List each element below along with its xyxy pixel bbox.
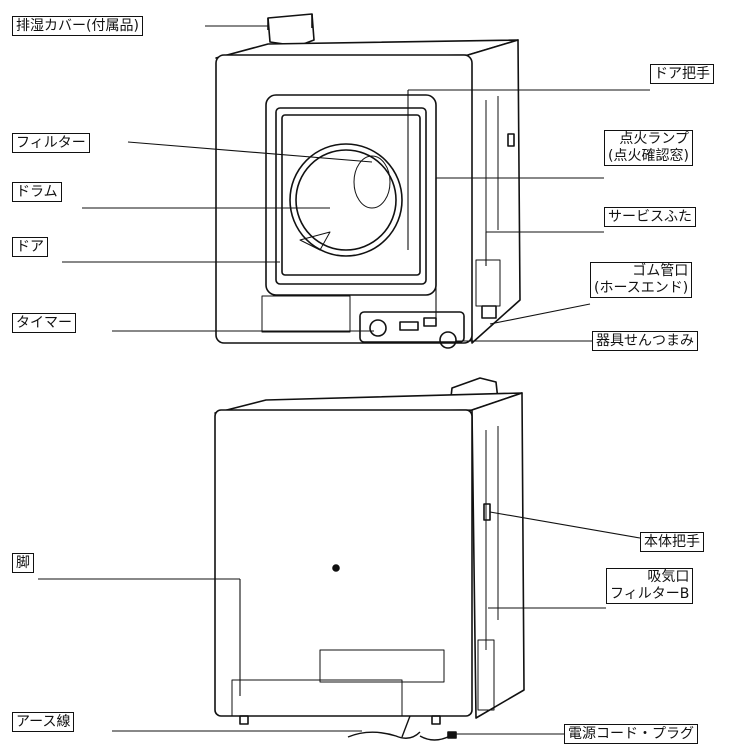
label-body-handle: 本体把手	[640, 532, 704, 552]
label-rubber-hose-line1: ゴム管口	[632, 263, 689, 279]
label-timer: タイマー	[12, 313, 76, 333]
label-pilot-lamp: 点火ランプ (点火確認窓)	[604, 130, 693, 166]
label-intake-filter-line2: フィルターB	[610, 586, 690, 602]
label-door: ドア	[12, 237, 48, 257]
label-rubber-hose-port: ゴム管口 (ホースエンド)	[590, 262, 693, 298]
label-intake-filter-line1: 吸気口	[647, 569, 690, 585]
label-door-handle: ドア把手	[650, 64, 714, 84]
front-view-dryer	[215, 13, 521, 349]
label-intake-filter: 吸気口 フィルターB	[606, 568, 694, 604]
label-earth-wire: アース線	[12, 712, 75, 732]
label-rubber-hose-line2: (ホースエンド)	[594, 280, 689, 296]
label-pilot-lamp-line1: 点火ランプ	[619, 131, 689, 147]
leader-lines	[38, 25, 650, 735]
label-exhaust-cover: 排湿カバー(付属品)	[12, 16, 143, 36]
label-service-cover: サービスふた	[604, 207, 696, 227]
label-valve-knob: 器具せんつまみ	[592, 331, 698, 351]
label-power-cord: 電源コード・プラグ	[564, 724, 698, 744]
label-leg: 脚	[12, 553, 34, 573]
label-drum: ドラム	[12, 182, 62, 202]
label-pilot-lamp-line2: (点火確認窓)	[608, 148, 689, 164]
label-filter: フィルター	[12, 133, 90, 153]
rear-view-dryer	[214, 377, 525, 741]
